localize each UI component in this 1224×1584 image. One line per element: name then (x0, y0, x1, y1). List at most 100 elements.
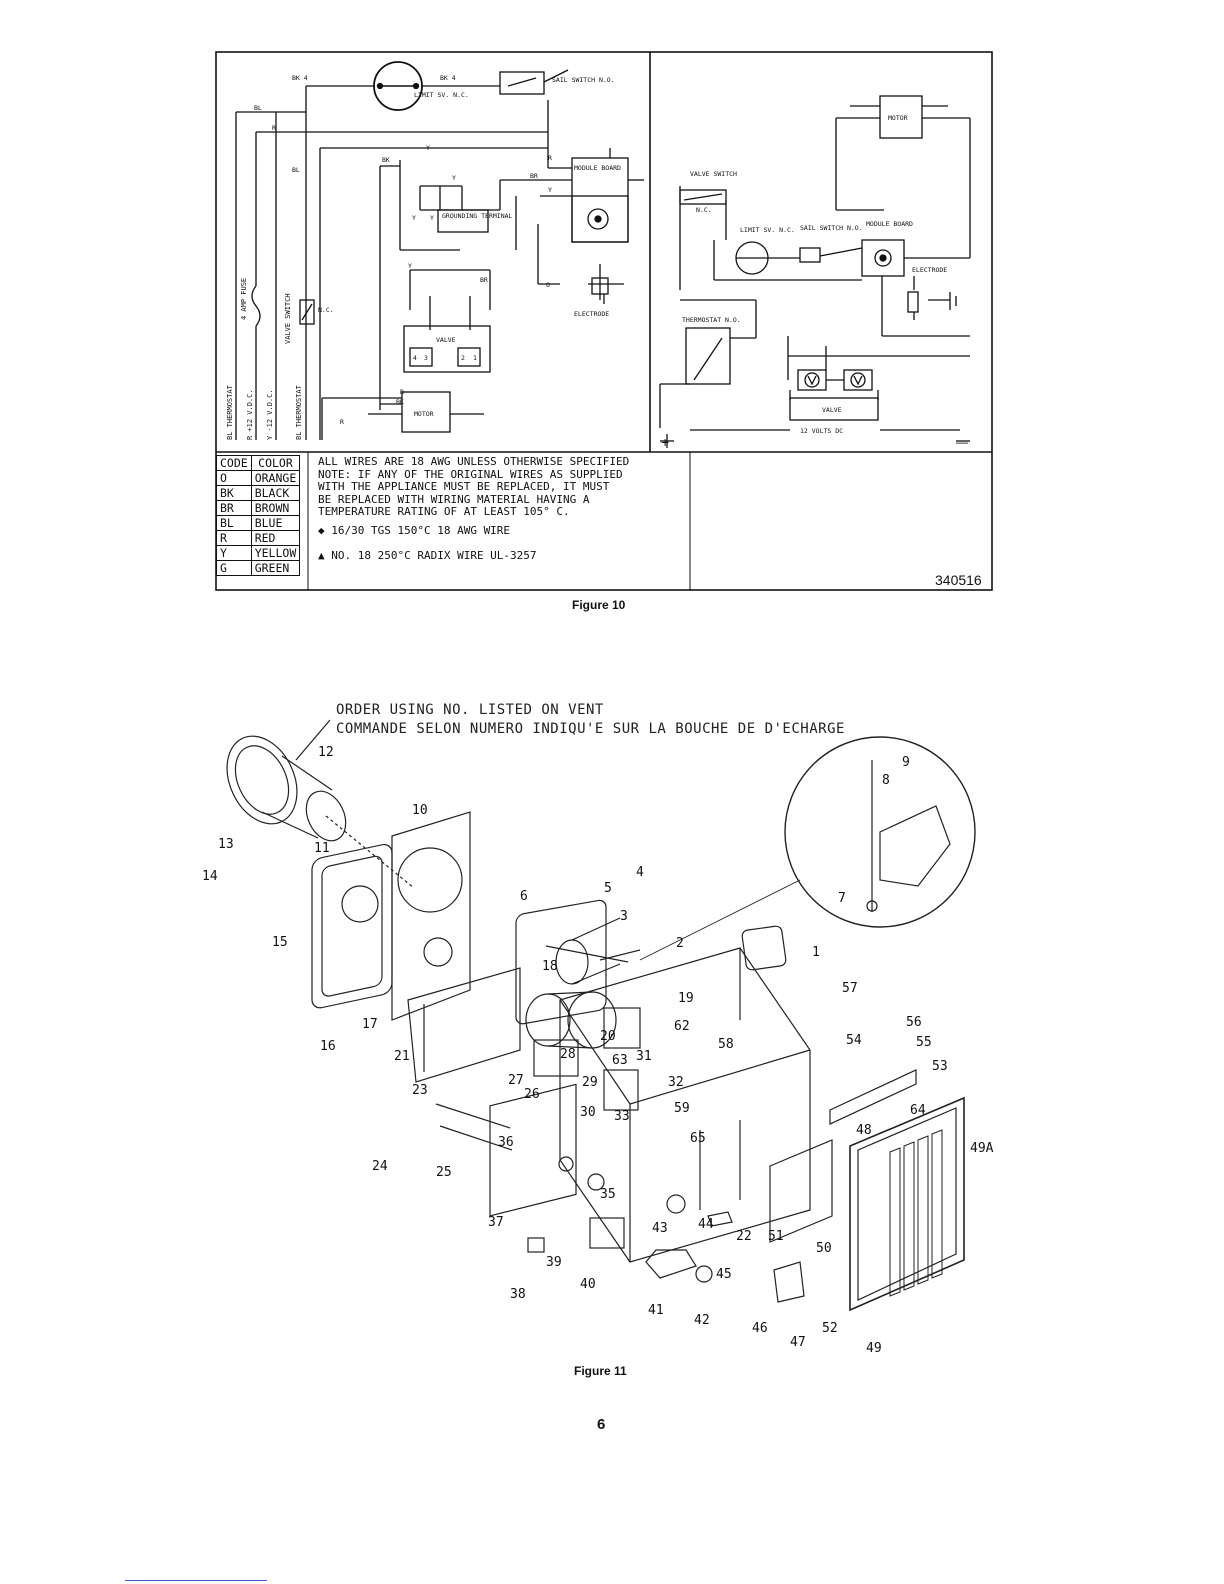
limit-switch-label: LIMIT SV. N.C. (740, 226, 795, 234)
wire-label: R (400, 388, 404, 396)
part-label: 22 (736, 1229, 752, 1244)
figure-10-caption: Figure 10 (572, 598, 626, 612)
page-number: 6 (597, 1416, 606, 1433)
wire-label: Y (426, 144, 430, 152)
part-label: 4 (636, 865, 644, 880)
part-label: 42 (694, 1313, 710, 1328)
valve-label: VALVE (436, 336, 456, 344)
nc-label: N.C. (696, 206, 712, 214)
part-label: 49 (866, 1341, 882, 1356)
wire-label: BR (530, 172, 538, 180)
note-line: ALL WIRES ARE 18 AWG UNLESS OTHERWISE SP… (318, 455, 630, 468)
part-label: 39 (546, 1255, 562, 1270)
grounding-terminal-label: GROUNDING TERMINAL (442, 212, 513, 220)
wire-label: BK (382, 156, 390, 164)
footer-rule (125, 1580, 267, 1581)
wire-label: BK (396, 398, 404, 406)
note-line: BE REPLACED WITH WIRING MATERIAL HAVING … (318, 492, 590, 506)
part-label: 6 (520, 889, 528, 904)
part-label: 29 (582, 1075, 598, 1090)
part-label: 2 (676, 936, 684, 951)
wiring-notes: ALL WIRES ARE 18 AWG UNLESS OTHERWISE SP… (318, 455, 630, 562)
part-label: 15 (272, 935, 288, 950)
table-header-code: CODE (216, 455, 252, 471)
plus-terminal: + (661, 434, 669, 450)
valve-label: VALVE (822, 406, 842, 414)
part-label: 14 (202, 869, 218, 884)
part-label: 19 (678, 991, 694, 1006)
part-label: 38 (510, 1287, 526, 1302)
thermostat-label: THERMOSTAT N.O. (682, 316, 741, 324)
valve-terminal: 1 (473, 354, 477, 362)
part-label: 46 (752, 1321, 768, 1336)
part-label: 20 (600, 1029, 616, 1044)
valve-terminal: 2 (461, 354, 465, 362)
note-line: WITH THE APPLIANCE MUST BE REPLACED, IT … (318, 480, 610, 494)
wire-label: Y (408, 262, 412, 270)
part-label: 49A (970, 1141, 994, 1156)
part-label: 27 (508, 1073, 524, 1088)
side-label-fuse: 4 AMP FUSE (240, 278, 248, 320)
color-cell: BLACK (250, 485, 301, 501)
part-label: 53 (932, 1059, 948, 1074)
part-label: 45 (716, 1267, 732, 1282)
part-label: 17 (362, 1017, 378, 1032)
part-label: 62 (674, 1019, 690, 1034)
side-label-thermostat-2: BL THERMOSTAT (295, 384, 303, 440)
part-label: 36 (498, 1135, 514, 1150)
figure-11-caption: Figure 11 (574, 1364, 627, 1378)
motor-label: MOTOR (414, 410, 434, 418)
valve-switch-label: VALVE SWITCH (690, 170, 737, 178)
part-label: 58 (718, 1037, 734, 1052)
sail-switch-label: SAIL SWITCH N.O. (800, 224, 863, 232)
part-label: 12 (318, 745, 334, 760)
part-label: 63 (612, 1053, 628, 1068)
wire-label: Y (452, 174, 456, 182)
sail-switch-label: SAIL SWITCH N.O. (552, 76, 615, 84)
wire-label: R (340, 418, 344, 426)
valve-terminal: 3 (424, 354, 428, 362)
part-label: 33 (614, 1109, 630, 1124)
wire-label: BL (254, 104, 262, 112)
valve-terminal: 4 (413, 354, 417, 362)
limit-switch-label: LIMIT SV. N.C. (414, 91, 469, 99)
note-line: NOTE: IF ANY OF THE ORIGINAL WIRES AS SU… (318, 467, 623, 481)
color-cell: ORANGE (250, 470, 301, 486)
part-label: 41 (648, 1303, 664, 1318)
part-label: 32 (668, 1075, 684, 1090)
order-instruction-fr: COMMANDE SELON NUMERO INDIQU'E SUR LA BO… (336, 721, 845, 737)
part-label: 13 (218, 837, 234, 852)
part-label: 40 (580, 1277, 596, 1292)
note-line: TEMPERATURE RATING OF AT LEAST 105° C. (318, 505, 570, 519)
color-cell: GREEN (250, 560, 301, 576)
part-label: 5 (604, 881, 612, 896)
document-number: 340516 (935, 572, 982, 588)
part-label: 55 (916, 1035, 932, 1050)
part-label: 8 (882, 773, 890, 788)
part-label: 10 (412, 803, 428, 818)
motor-label: MOTOR (888, 114, 908, 122)
electrode-label: ELECTRODE (574, 310, 609, 318)
part-label: 26 (524, 1087, 540, 1102)
wire-label: BL (292, 166, 300, 174)
note-line: ▲ NO. 18 250°C RADIX WIRE UL-3257 (318, 548, 537, 562)
part-label: 25 (436, 1165, 452, 1180)
wire-label: O (546, 281, 550, 289)
part-label: 3 (620, 909, 628, 924)
color-cell: BLUE (250, 515, 301, 531)
nc-label: N.C. (318, 306, 334, 314)
module-board-label: MODULE BOARD (574, 164, 621, 172)
supply-label: 12 VOLTS DC (800, 427, 843, 435)
part-label: 59 (674, 1101, 690, 1116)
part-label: 28 (560, 1047, 576, 1062)
side-label-plus12v: R +12 V.D.C. (246, 389, 254, 440)
part-label: 31 (636, 1049, 652, 1064)
part-label: 52 (822, 1321, 838, 1336)
part-label: 56 (906, 1015, 922, 1030)
